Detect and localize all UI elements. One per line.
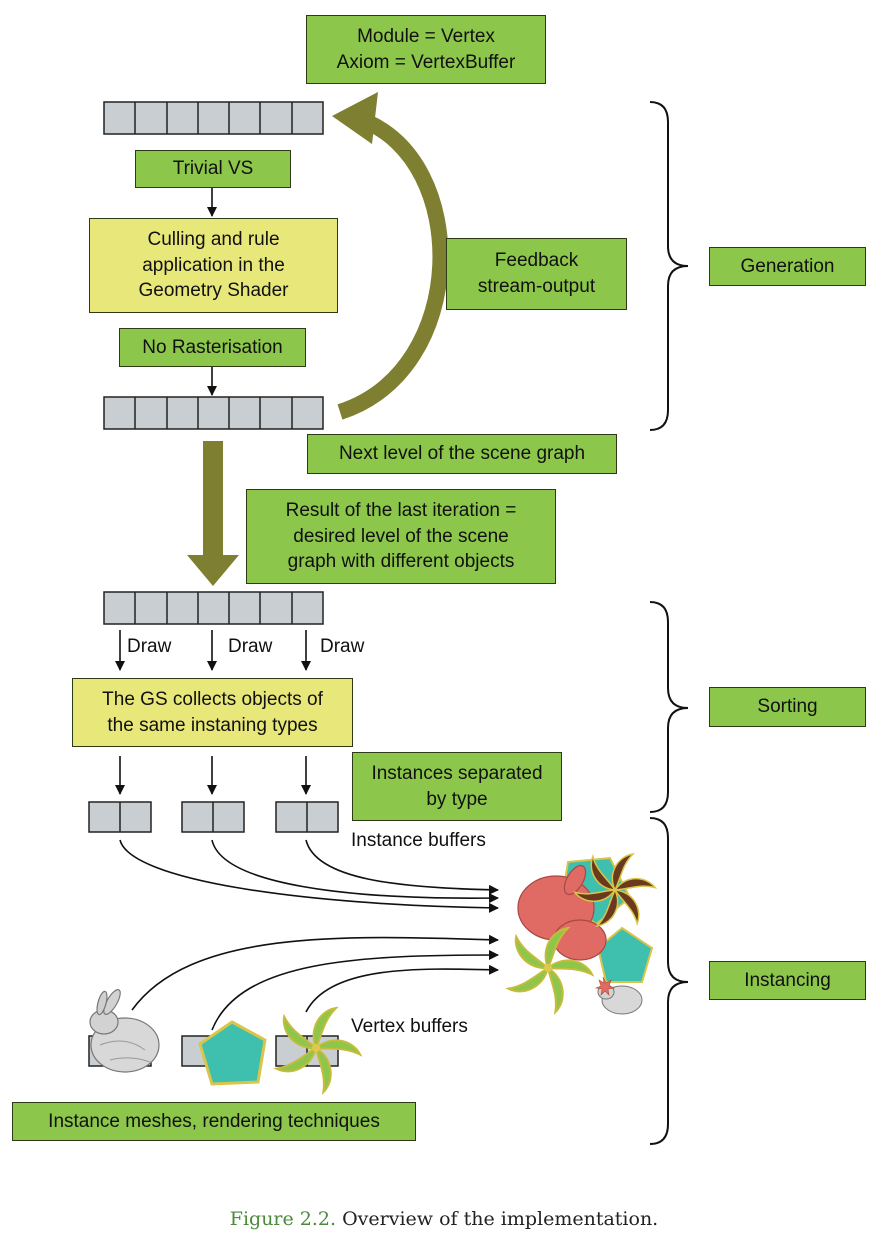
instance-buffer-1 bbox=[88, 801, 152, 833]
trivial-vs-box: Trivial VS bbox=[135, 150, 291, 188]
instancing-brace bbox=[649, 817, 689, 1145]
next-level-box: Next level of the scene graph bbox=[307, 434, 617, 474]
draw-label-2: Draw bbox=[228, 636, 273, 657]
feedback-stream-output-box: Feedback stream-output bbox=[446, 238, 627, 310]
final-level-buffer bbox=[103, 591, 324, 625]
no-rasterisation-box: No Rasterisation bbox=[119, 328, 306, 367]
instance-curve-2 bbox=[211, 839, 499, 904]
instance-buffers-label: Instance buffers bbox=[351, 830, 486, 851]
instance-curve-3 bbox=[305, 839, 499, 895]
instance-meshes-box: Instance meshes, rendering techniques bbox=[12, 1102, 416, 1141]
culling-gs-box: Culling and rule application in the Geom… bbox=[89, 218, 338, 313]
result-last-iteration-box: Result of the last iteration = desired l… bbox=[246, 489, 556, 584]
vertex-curve-2 bbox=[211, 950, 499, 1031]
pentagon-mesh-icon bbox=[198, 1020, 267, 1086]
instance-buffer-2 bbox=[181, 801, 245, 833]
instance-buffer-3 bbox=[275, 801, 339, 833]
stage-sorting-label: Sorting bbox=[709, 687, 866, 727]
vertex-buffers-label: Vertex buffers bbox=[351, 1016, 468, 1037]
gs-collects-box: The GS collects objects of the same inst… bbox=[72, 678, 353, 747]
bunny-mesh-icon bbox=[89, 989, 160, 1073]
axiom-vertex-buffer bbox=[103, 101, 324, 135]
instance-curve-1 bbox=[119, 839, 499, 913]
rendered-scene-icon bbox=[505, 852, 658, 1015]
figure-caption-text: Overview of the implementation. bbox=[342, 1208, 659, 1230]
output-vertex-buffer bbox=[103, 396, 324, 430]
stage-generation-label: Generation bbox=[709, 247, 866, 286]
result-down-arrow bbox=[187, 441, 239, 586]
figure-number: Figure 2.2. bbox=[229, 1208, 337, 1230]
draw-label-1: Draw bbox=[127, 636, 172, 657]
instances-separated-box: Instances separated by type bbox=[352, 752, 562, 821]
module-axiom-box: Module = Vertex Axiom = VertexBuffer bbox=[306, 15, 546, 84]
figure-caption: Figure 2.2. Overview of the implementati… bbox=[0, 1208, 888, 1230]
feedback-arrow bbox=[332, 92, 449, 420]
generation-brace bbox=[649, 101, 689, 431]
vertex-curve-1 bbox=[131, 934, 499, 1011]
sorting-brace bbox=[649, 601, 689, 813]
stage-instancing-label: Instancing bbox=[709, 961, 866, 1000]
draw-label-3: Draw bbox=[320, 636, 365, 657]
pinwheel-mesh-icon bbox=[273, 1006, 363, 1095]
vertex-curve-3 bbox=[305, 964, 499, 1013]
